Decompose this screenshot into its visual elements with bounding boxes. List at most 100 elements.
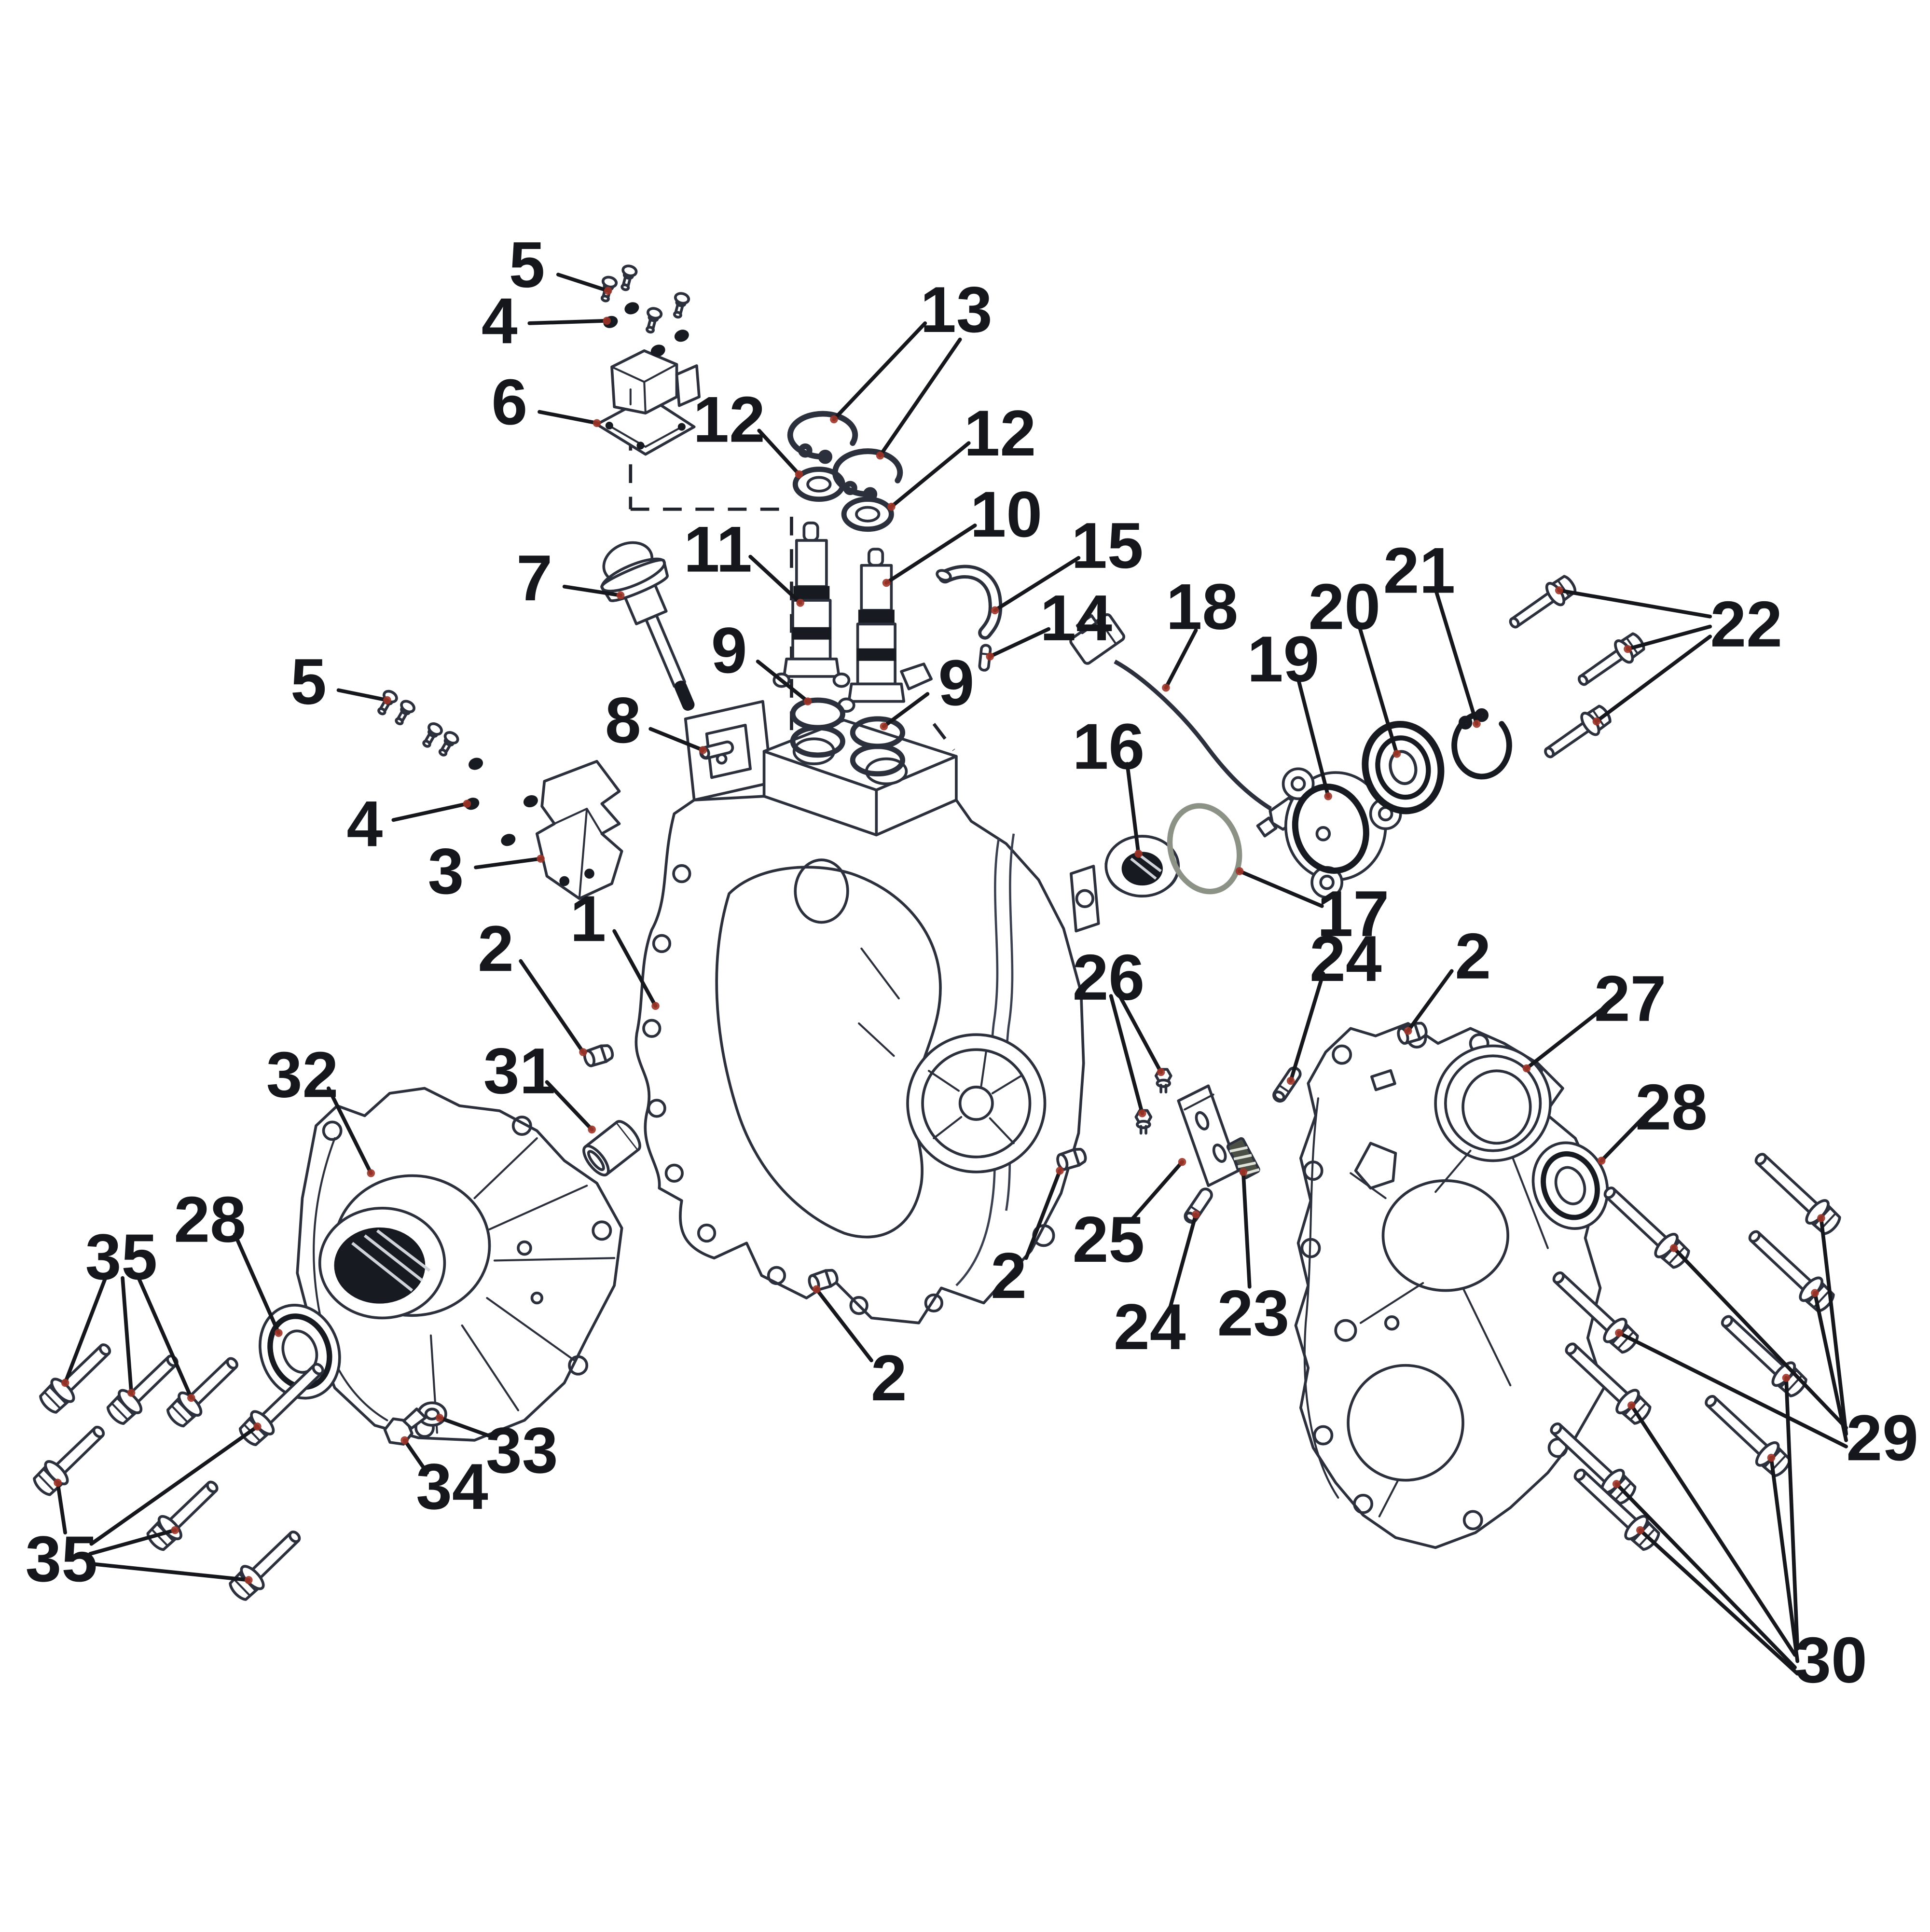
detent-pin-icon	[1271, 1066, 1302, 1104]
callout-leader-line	[1128, 1160, 1184, 1224]
left-cover	[296, 1087, 623, 1442]
callout-leader-line	[1769, 1456, 1800, 1663]
leader-tip-dot	[1597, 1157, 1606, 1165]
callout-leader-line	[538, 410, 599, 425]
leader-tip-dot	[1817, 1214, 1825, 1222]
callout-leader-line	[884, 524, 977, 585]
callout-number-1: 1	[570, 882, 606, 955]
callout-number-12: 12	[964, 397, 1036, 469]
callout-number-12: 12	[693, 383, 765, 456]
leader-tip-dot	[803, 697, 812, 705]
leader-tip-dot	[1235, 867, 1244, 875]
leader-tip-dot	[1473, 719, 1481, 728]
callout-leader-line	[1238, 869, 1324, 908]
washers-12	[792, 467, 894, 532]
leader-tip-dot	[1624, 645, 1632, 653]
right-cover	[1294, 1022, 1606, 1549]
cover-bolt-icon	[1748, 1146, 1844, 1238]
leader-tip-dot	[651, 1002, 660, 1010]
callout-leader-line	[878, 337, 962, 457]
callout-leader-line	[527, 318, 609, 325]
leader-tip-dot	[435, 1414, 444, 1422]
dipstick	[600, 541, 695, 711]
callout-leader-line	[336, 688, 389, 702]
callout-number-2: 2	[1455, 920, 1491, 993]
sensor-cover	[1282, 767, 1402, 899]
leader-tip-dot	[1286, 1076, 1295, 1085]
callout-number-9: 9	[711, 614, 747, 687]
callout-leader-line	[814, 1287, 873, 1363]
leader-tip-dot	[245, 1576, 253, 1584]
callout-leader-line	[402, 1438, 429, 1475]
leader-tip-dot	[1555, 586, 1563, 594]
callout-leader-line	[1241, 1170, 1252, 1289]
leader-tip-dot	[1782, 1374, 1791, 1382]
leader-tip-dot	[187, 1394, 195, 1402]
callout-leader-line	[545, 1080, 594, 1132]
leader-tip-dot	[1669, 1244, 1678, 1252]
leader-tip-dot	[604, 287, 612, 295]
callout-leader-line	[757, 428, 801, 476]
leader-tip-dot	[1134, 849, 1143, 858]
leader-tip-dot	[588, 1125, 596, 1134]
leader-tip-dot	[54, 1478, 62, 1487]
leader-tip-dot	[275, 1329, 283, 1337]
small-screw-icon	[420, 721, 443, 749]
callout-number-24: 24	[1114, 1290, 1186, 1363]
leader-tip-dot	[1192, 1210, 1200, 1219]
callout-leader-line	[993, 556, 1081, 612]
lock-washer-icon	[499, 832, 517, 848]
leader-tip-dot	[593, 419, 601, 428]
callout-number-11: 11	[684, 513, 752, 586]
callout-leader-line	[1614, 1482, 1797, 1670]
callout-number-30: 30	[1795, 1624, 1867, 1697]
leader-tip-dot	[463, 800, 471, 808]
callout-leader-line	[326, 1086, 373, 1175]
callout-number-21: 21	[1383, 534, 1456, 607]
breather-hose	[936, 565, 1003, 640]
leader-tip-dot	[876, 451, 884, 460]
callout-leader-line	[612, 929, 658, 1008]
callout-number-20: 20	[1309, 570, 1381, 643]
callout-leader-line	[89, 1424, 260, 1546]
leader-tip-dot	[1392, 750, 1401, 758]
callout-leader-line	[391, 801, 469, 822]
leader-tip-dot	[383, 696, 391, 704]
callout-leader-line	[988, 627, 1051, 659]
callout-leader-line	[1357, 624, 1399, 756]
lock-washer-icon	[673, 328, 690, 344]
callout-leader-line	[233, 1232, 281, 1335]
callout-leader-line	[88, 1528, 177, 1556]
callout-leader-line	[1617, 1331, 1848, 1449]
callout-leader-line	[648, 727, 705, 752]
flange-bolt-icon	[226, 1524, 307, 1604]
leader-tip-dot	[830, 415, 838, 424]
bushing-31	[582, 1120, 641, 1177]
callout-leader-line	[882, 692, 930, 729]
callout-leader-line	[1289, 971, 1325, 1083]
callout-leader-line	[89, 1562, 251, 1582]
leader-tip-dot	[795, 470, 803, 479]
leader-tip-dot	[1767, 1453, 1776, 1462]
callout-leader-line	[1434, 587, 1479, 726]
callout-number-32: 32	[266, 1038, 339, 1111]
callout-number-6: 6	[491, 365, 527, 438]
callout-leader-line	[1557, 588, 1712, 619]
callout-leader-line	[474, 856, 543, 869]
detent-plate	[1177, 1084, 1240, 1187]
callout-number-9: 9	[938, 646, 974, 719]
callout-leader-line	[519, 959, 585, 1054]
leader-tip-dot	[882, 579, 891, 587]
lock-washer-icon	[467, 756, 485, 772]
leader-tip-dot	[616, 591, 625, 600]
oil-seal-right	[1531, 1141, 1609, 1230]
detent-pin-icon	[1183, 1187, 1214, 1225]
callout-leader-line	[1109, 994, 1144, 1116]
callout-leader-line	[1125, 762, 1141, 856]
leader-tip-dot	[1811, 1289, 1819, 1297]
leader-tip-dot	[1138, 1109, 1146, 1118]
leader-tip-dot	[991, 606, 999, 615]
small-screw-icon	[392, 699, 416, 727]
solenoid-valve-right	[837, 548, 933, 713]
